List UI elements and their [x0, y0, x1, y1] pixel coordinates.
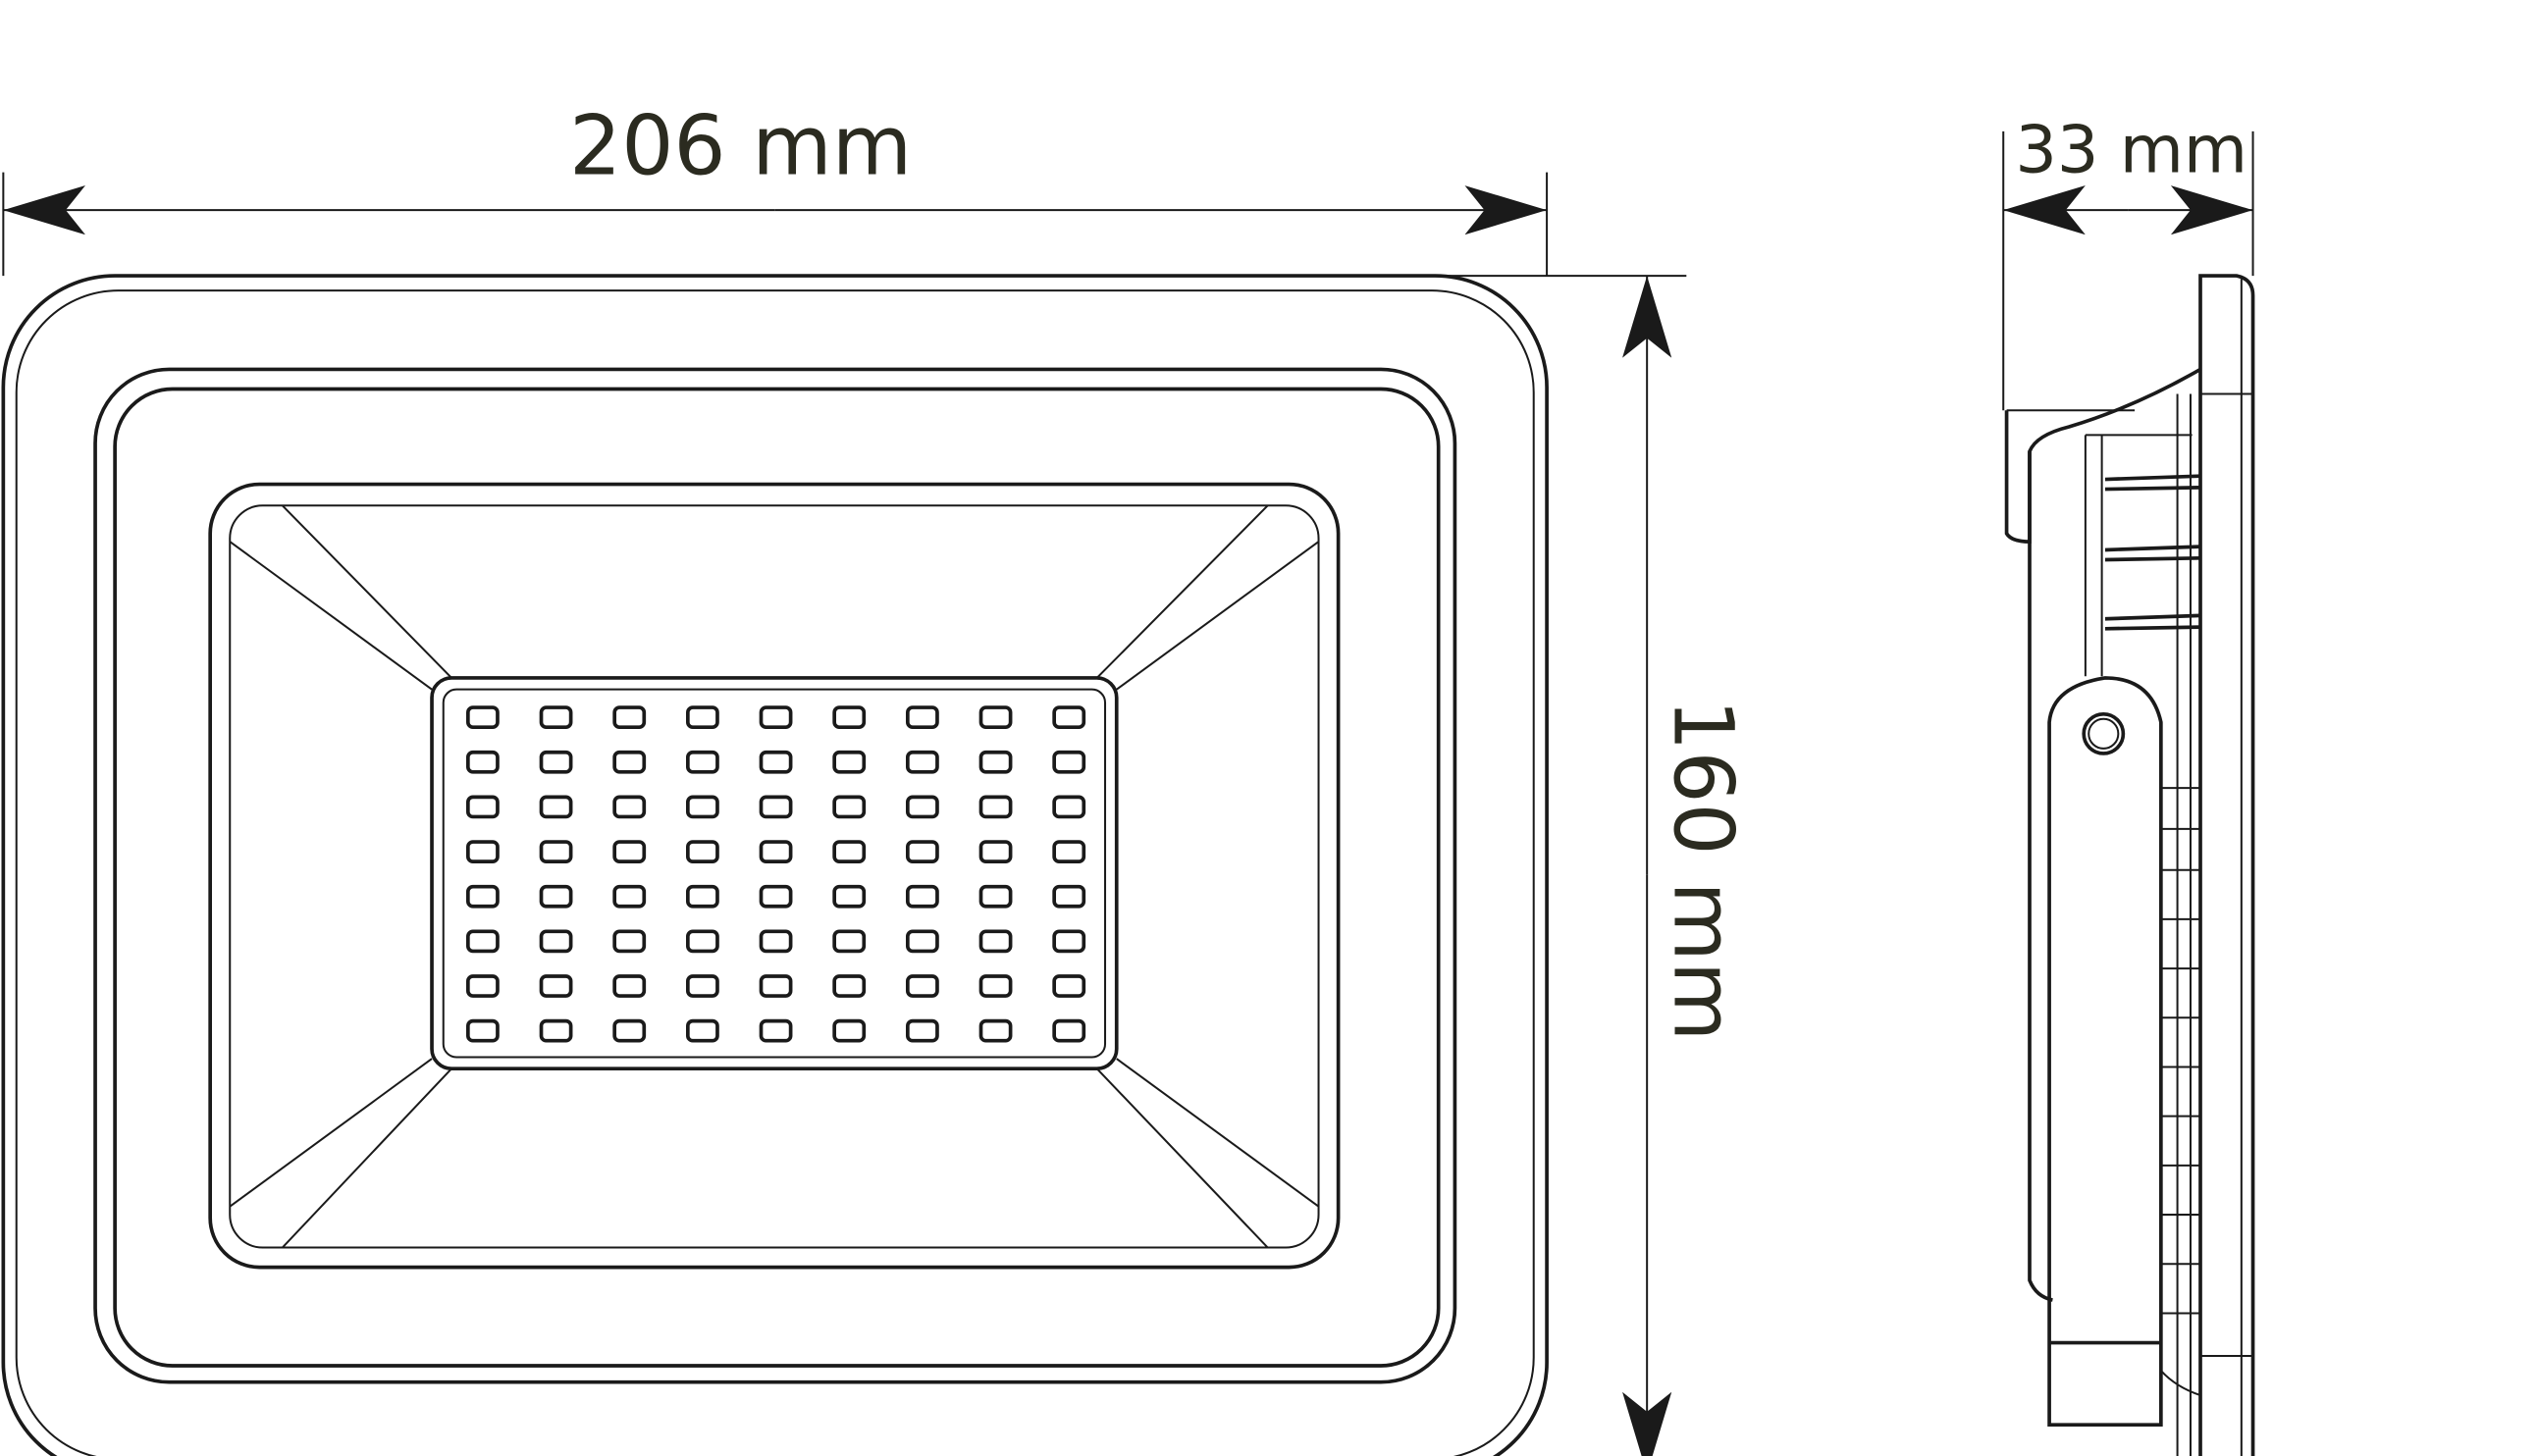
led-chip — [905, 1018, 939, 1043]
led-chip — [832, 750, 867, 774]
led-chip — [466, 974, 500, 998]
led-chip — [905, 795, 939, 819]
led-chip — [759, 929, 793, 954]
front-view — [1, 274, 1549, 1456]
led-chip — [612, 705, 647, 730]
led-chip — [466, 750, 500, 774]
led-chip — [978, 974, 1013, 998]
led-chip — [1052, 840, 1086, 863]
led-chip — [978, 840, 1013, 863]
led-chip — [612, 974, 647, 998]
led-chip — [612, 1018, 647, 1043]
led-chip — [685, 929, 719, 954]
led-chip — [1052, 705, 1086, 730]
led-chip — [759, 795, 793, 819]
frame-inner — [113, 387, 1441, 1368]
led-chip — [978, 705, 1013, 730]
led-chip — [612, 840, 647, 863]
depth-dimension: 33 mm — [2002, 112, 2254, 411]
mounting-bracket — [2047, 676, 2163, 1428]
led-chip — [905, 750, 939, 774]
led-chip — [685, 974, 719, 998]
led-chip — [759, 884, 793, 909]
led-panel — [430, 676, 1119, 1070]
led-chip — [612, 795, 647, 819]
led-chip — [759, 974, 793, 998]
led-panel-inner — [442, 688, 1107, 1059]
height-label: 160 mm — [1656, 699, 1752, 1041]
led-chip — [978, 1018, 1013, 1043]
led-chip — [685, 795, 719, 819]
led-chip — [466, 795, 500, 819]
led-chip — [685, 1018, 719, 1043]
led-chip — [759, 840, 793, 863]
led-chip — [466, 884, 500, 909]
led-chip — [539, 974, 573, 998]
led-chip — [612, 750, 647, 774]
led-grid — [466, 705, 1086, 1043]
outer-housing — [1, 274, 1549, 1456]
led-chip — [1052, 1018, 1086, 1043]
led-chip — [1052, 884, 1086, 909]
led-chip — [905, 884, 939, 909]
led-chip — [832, 840, 867, 863]
led-chip — [466, 840, 500, 863]
front-glass-plate — [2198, 274, 2255, 1456]
led-chip — [685, 705, 719, 730]
led-chip — [832, 705, 867, 730]
led-chip — [832, 884, 867, 909]
led-chip — [1052, 974, 1086, 998]
reflector-diagonals — [229, 504, 1320, 1249]
led-chip — [759, 1018, 793, 1043]
outer-housing-edge — [15, 289, 1535, 1456]
side-view — [2004, 274, 2255, 1456]
led-chip — [1052, 795, 1086, 819]
led-chip — [832, 929, 867, 954]
led-chip — [905, 929, 939, 954]
led-chip — [539, 705, 573, 730]
reflector-outer — [208, 482, 1341, 1270]
reflector-inner — [229, 504, 1320, 1249]
led-chip — [905, 974, 939, 998]
bracket-pivot-screw — [2082, 711, 2126, 755]
led-chip — [978, 795, 1013, 819]
depth-label: 33 mm — [2015, 112, 2247, 188]
frame-outer — [93, 367, 1457, 1384]
led-chip — [685, 840, 719, 863]
cable-gland — [2004, 367, 2201, 544]
led-chip — [685, 750, 719, 774]
led-chip — [612, 884, 647, 909]
height-dimension: 160 mm — [1428, 275, 1752, 1456]
led-chip — [832, 795, 867, 819]
led-chip — [759, 705, 793, 730]
led-chip — [539, 795, 573, 819]
cooling-fins — [2104, 393, 2201, 1456]
led-chip — [539, 929, 573, 954]
led-chip — [539, 1018, 573, 1043]
width-dimension: 206 mm — [2, 97, 1549, 277]
led-chip — [905, 840, 939, 863]
led-chip — [685, 884, 719, 909]
led-chip — [539, 884, 573, 909]
led-chip — [832, 1018, 867, 1043]
led-chip — [978, 750, 1013, 774]
led-chip — [759, 750, 793, 774]
led-chip — [466, 705, 500, 730]
led-chip — [539, 750, 573, 774]
width-label: 206 mm — [569, 97, 912, 193]
led-chip — [466, 1018, 500, 1043]
led-chip — [1052, 750, 1086, 774]
led-chip — [978, 884, 1013, 909]
led-chip — [978, 929, 1013, 954]
led-chip — [539, 840, 573, 863]
led-chip — [466, 929, 500, 954]
led-chip — [905, 705, 939, 730]
led-chip — [1052, 929, 1086, 954]
led-chip — [832, 974, 867, 998]
led-chip — [612, 929, 647, 954]
